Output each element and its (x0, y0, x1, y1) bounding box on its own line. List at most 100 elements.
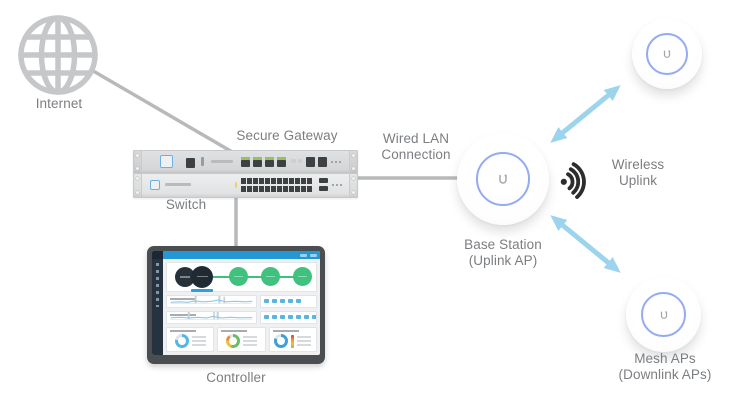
screw (136, 177, 139, 180)
rack-ear (134, 151, 142, 173)
sfp-port (319, 178, 328, 183)
rack-ear (349, 174, 357, 197)
internet-globe-icon (18, 15, 98, 95)
base-station-label: Base Station (Uplink AP) (464, 237, 542, 268)
ubiquiti-logo-icon (660, 310, 667, 319)
screw (136, 191, 139, 194)
deep-packet-panel (268, 327, 317, 352)
chart-title (170, 298, 196, 300)
status-node-green (229, 267, 248, 286)
switch-port-row-bottom (241, 186, 312, 192)
usage-donut-chart (274, 334, 289, 348)
switch-label: Switch (165, 197, 207, 212)
selected-indicator (191, 289, 213, 292)
status-node-dark (175, 267, 195, 287)
legend (191, 336, 206, 346)
wired-lan-connection-label: Wired LAN Connection (381, 131, 451, 162)
led-indicator (298, 159, 302, 163)
status-node-green (293, 267, 312, 286)
status-node-green (261, 267, 280, 286)
ap-led-ring (476, 152, 530, 206)
dashboard-topbar (152, 251, 320, 259)
ubiquiti-logo-icon (499, 174, 507, 184)
controller-device (147, 246, 325, 364)
wlan-donut-chart (174, 334, 189, 348)
wlan-stat-panel (166, 327, 215, 352)
unifi-logo-icon (152, 251, 163, 259)
legend (242, 336, 257, 346)
wireless-signal-icon (560, 162, 586, 199)
status-connector-line (207, 276, 306, 278)
controller-screen (152, 251, 320, 355)
ubiquiti-logo-icon (663, 50, 671, 58)
wan-port (318, 157, 327, 167)
client-list-panel (260, 311, 317, 324)
panel-title (272, 330, 299, 332)
mesh-ap-top (632, 19, 702, 89)
sfp-port (319, 186, 328, 191)
chart-title (170, 314, 196, 316)
rack-ear (134, 174, 142, 197)
lan-stat-panel (217, 327, 266, 352)
device-status-strip (166, 262, 317, 292)
wan-port (306, 157, 315, 167)
ap-icon-row (264, 299, 313, 303)
device-print (165, 183, 191, 186)
usb-port (201, 157, 204, 166)
wireless-uplink-arrows (550, 85, 621, 273)
mesh-aps-label: Mesh APs (Downlink APs) (618, 351, 712, 382)
ap-list-panel (260, 295, 317, 308)
secure-gateway-device (133, 150, 358, 174)
screw (136, 167, 139, 170)
lan-port (253, 157, 262, 167)
switch-port-row-top (241, 178, 312, 184)
label-dots (331, 161, 341, 163)
led-indicator (291, 159, 296, 163)
screw (352, 191, 355, 194)
screw (352, 154, 355, 157)
legend (297, 336, 312, 346)
lan-port (277, 157, 286, 167)
screw (352, 177, 355, 180)
lan-port (241, 157, 250, 167)
ubiquiti-badge (160, 155, 173, 168)
panel-title (221, 330, 248, 332)
panel-title (170, 330, 196, 332)
console-port (186, 158, 195, 168)
rack-ear (349, 151, 357, 173)
status-node-dark-selected (191, 266, 213, 288)
screw (352, 167, 355, 170)
heat-scale-bar (291, 334, 295, 348)
led-column (235, 182, 237, 188)
wireless-uplink-label: Wireless Uplink (611, 157, 665, 188)
label-dots (332, 184, 342, 186)
dashboard-main (163, 259, 320, 355)
controller-label: Controller (206, 370, 266, 385)
topbar-user-icon (310, 253, 317, 257)
dashboard-sidebar (152, 259, 163, 355)
uplink-arrow-bottom (550, 215, 621, 273)
ap-led-ring (641, 292, 686, 337)
secure-gateway-label: Secure Gateway (236, 128, 338, 143)
sidebar-nav-icons (156, 263, 159, 307)
client-icon-row (264, 315, 317, 319)
lan-port (265, 157, 274, 167)
device-print (211, 160, 233, 163)
screw (136, 154, 139, 157)
clients-chart-panel (166, 311, 258, 324)
ubiquiti-badge (150, 180, 160, 190)
ap-led-ring (646, 33, 688, 75)
switch-device (133, 173, 358, 198)
internet-to-gateway-line (93, 70, 236, 155)
line-chart (170, 312, 253, 321)
base-station-ap (457, 133, 549, 225)
uplink-arrow-top (550, 85, 621, 143)
mesh-ap-bottom (626, 277, 701, 352)
lan-donut-chart (225, 334, 240, 348)
internet-label: Internet (35, 96, 83, 111)
line-chart (170, 296, 253, 305)
throughput-chart-panel (166, 295, 258, 308)
topbar-menu-icon (300, 253, 307, 257)
client-icon-row (264, 323, 313, 324)
